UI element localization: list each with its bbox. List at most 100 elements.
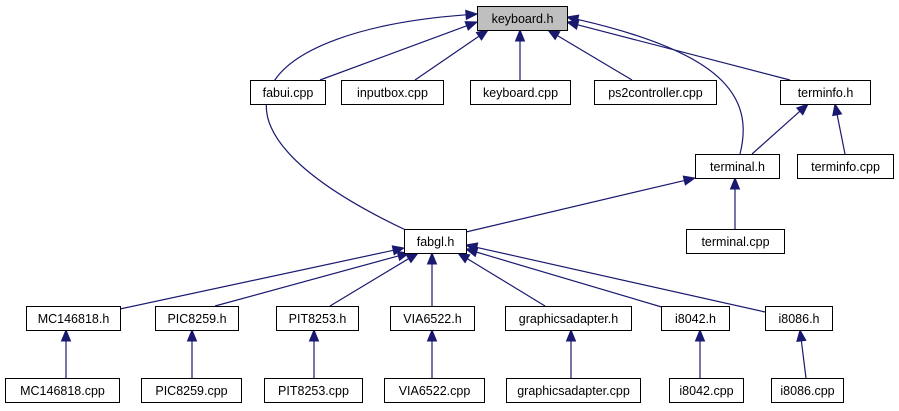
edge-line xyxy=(119,249,394,310)
edge-via6522-h-to-fabgl-h xyxy=(426,251,438,306)
edge-i8042-cpp-to-i8042-h xyxy=(694,328,706,378)
node-label: fabui.cpp xyxy=(263,86,314,100)
node-label: terminfo.cpp xyxy=(811,160,880,174)
node-via6522-h[interactable]: VIA6522.h xyxy=(390,306,475,331)
node-keyboard-h: keyboard.h xyxy=(477,6,568,31)
node-via6522-cpp[interactable]: VIA6522.cpp xyxy=(384,378,485,403)
edge-ps2controller-cpp-to-keyboard-h xyxy=(546,29,633,81)
node-terminfo-h[interactable]: terminfo.h xyxy=(780,80,871,105)
edge-mc146818-cpp-to-mc146818-h xyxy=(60,328,72,378)
node-box xyxy=(594,80,717,105)
node-box xyxy=(695,154,780,179)
edge-graphicsadapter-h-to-fabgl-h xyxy=(456,252,546,307)
node-i8086-cpp[interactable]: i8086.cpp xyxy=(771,378,844,403)
node-box xyxy=(5,378,120,403)
node-box xyxy=(276,306,359,331)
node-label: graphicsadapter.h xyxy=(519,312,618,326)
node-fabui-cpp[interactable]: fabui.cpp xyxy=(250,80,326,105)
node-box xyxy=(341,80,444,105)
node-label: terminal.cpp xyxy=(701,235,769,249)
edge-line xyxy=(751,110,801,155)
edge-line xyxy=(557,35,633,81)
edge-terminfo-cpp-to-terminfo-h xyxy=(832,102,846,155)
arrowhead-icon xyxy=(729,176,741,190)
edge-terminfo-h-to-keyboard-h xyxy=(565,19,791,81)
node-label: MC146818.h xyxy=(38,312,110,326)
node-label: VIA6522.cpp xyxy=(399,384,471,398)
node-label: i8042.h xyxy=(675,312,716,326)
node-label: fabgl.h xyxy=(417,235,455,249)
node-fabgl-h[interactable]: fabgl.h xyxy=(404,229,467,254)
arrowhead-icon xyxy=(308,328,320,342)
node-box xyxy=(661,306,730,331)
edge-keyboard-cpp-to-keyboard-h xyxy=(514,28,526,80)
edge-line xyxy=(836,114,846,155)
arrowhead-icon xyxy=(475,29,490,41)
node-box xyxy=(765,306,833,331)
node-box xyxy=(686,229,785,254)
node-graphicsadapter-h[interactable]: graphicsadapter.h xyxy=(505,306,632,331)
node-pit8253-cpp[interactable]: PIT8253.cpp xyxy=(264,378,363,403)
node-label: VIA6522.h xyxy=(403,312,461,326)
edge-line xyxy=(467,258,546,307)
edge-line xyxy=(319,25,467,81)
edge-line xyxy=(465,179,685,233)
arrowhead-icon xyxy=(186,328,198,342)
node-label: PIC8259.cpp xyxy=(155,384,227,398)
node-box xyxy=(404,229,467,254)
node-box xyxy=(505,306,632,331)
arrowhead-icon xyxy=(682,175,697,186)
node-label: terminal.h xyxy=(710,160,765,174)
node-box xyxy=(669,378,744,403)
arrowhead-icon xyxy=(456,252,471,264)
node-label: inputbox.cpp xyxy=(357,86,428,100)
node-box xyxy=(155,306,239,331)
arrowhead-icon xyxy=(405,252,420,264)
node-mc146818-h[interactable]: MC146818.h xyxy=(26,306,121,331)
node-graphicsadapter-cpp[interactable]: graphicsadapter.cpp xyxy=(506,378,641,403)
node-label: i8042.cpp xyxy=(679,384,733,398)
node-box xyxy=(771,378,844,403)
node-pic8259-h[interactable]: PIC8259.h xyxy=(155,306,239,331)
arrowhead-icon xyxy=(796,328,807,343)
node-label: ps2controller.cpp xyxy=(608,86,703,100)
node-pit8253-h[interactable]: PIT8253.h xyxy=(276,306,359,331)
edge-graphicsadapter-cpp-to-graphicsadapter-h xyxy=(565,328,577,378)
node-terminfo-cpp[interactable]: terminfo.cpp xyxy=(797,154,894,179)
node-label: PIT8253.h xyxy=(289,312,347,326)
node-terminal-h[interactable]: terminal.h xyxy=(695,154,780,179)
node-pic8259-cpp[interactable]: PIC8259.cpp xyxy=(141,378,242,403)
arrowhead-icon xyxy=(795,103,809,116)
edge-mc146818-h-to-fabgl-h xyxy=(119,245,406,310)
arrowhead-icon xyxy=(426,251,438,265)
node-label: keyboard.cpp xyxy=(483,86,558,100)
edge-terminal-h-to-keyboard-h xyxy=(565,14,744,155)
node-mc146818-cpp[interactable]: MC146818.cpp xyxy=(5,378,120,403)
edge-i8086-h-to-fabgl-h xyxy=(464,242,766,313)
edge-line xyxy=(329,258,409,307)
edge-line xyxy=(476,251,666,309)
node-box xyxy=(470,80,571,105)
edge-line xyxy=(577,18,744,155)
arrowhead-icon xyxy=(465,9,479,21)
node-i8086-h[interactable]: i8086.h xyxy=(765,306,833,331)
edge-pic8259-h-to-fabgl-h xyxy=(214,250,411,307)
node-ps2controller-cpp[interactable]: ps2controller.cpp xyxy=(594,80,717,105)
node-i8042-h[interactable]: i8042.h xyxy=(661,306,730,331)
node-box xyxy=(797,154,894,179)
node-terminal-cpp[interactable]: terminal.cpp xyxy=(686,229,785,254)
node-box xyxy=(26,306,121,331)
node-label: PIC8259.h xyxy=(167,312,226,326)
edge-fabgl-h-to-terminal-h xyxy=(465,175,697,233)
arrowhead-icon xyxy=(832,102,843,117)
node-box xyxy=(264,378,363,403)
node-i8042-cpp[interactable]: i8042.cpp xyxy=(669,378,744,403)
node-box xyxy=(384,378,485,403)
graph-nodes: keyboard.h fabui.cpp inputbox.cpp keyboard.… xyxy=(5,6,894,403)
node-inputbox-cpp[interactable]: inputbox.cpp xyxy=(341,80,444,105)
node-box xyxy=(506,378,641,403)
node-label: terminfo.h xyxy=(798,86,854,100)
node-keyboard-cpp[interactable]: keyboard.cpp xyxy=(470,80,571,105)
edge-line xyxy=(800,340,807,379)
